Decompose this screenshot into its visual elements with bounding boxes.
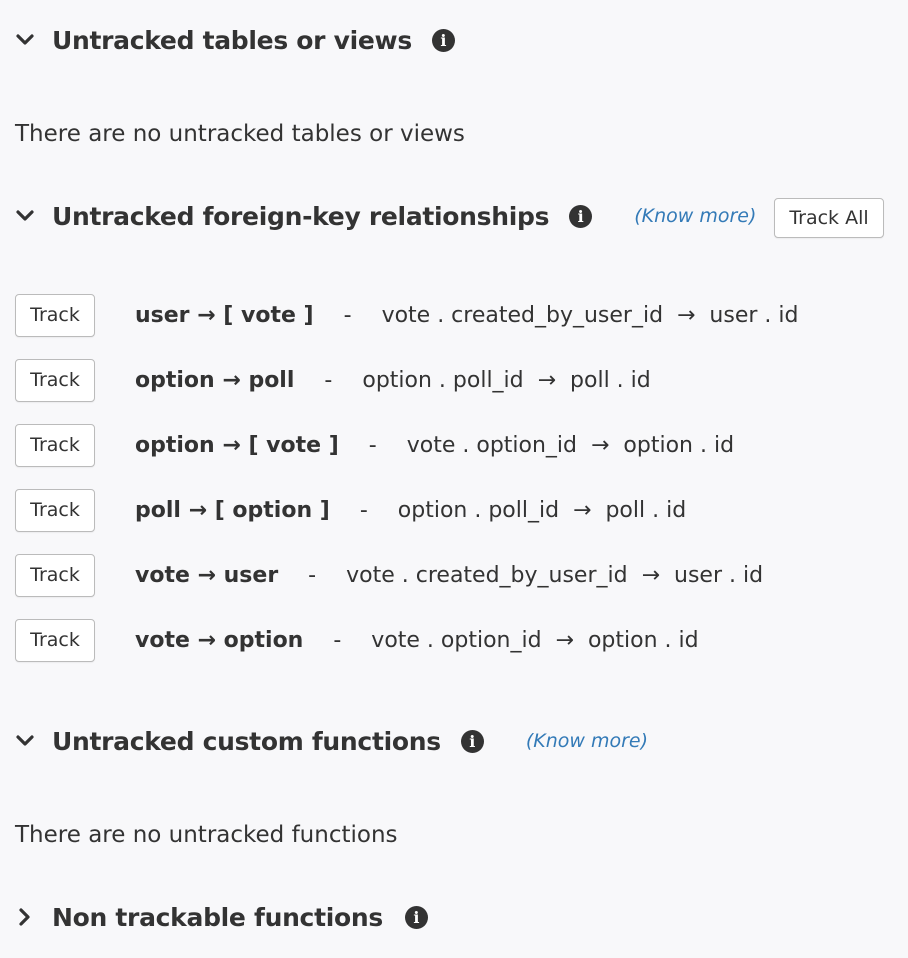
- chevron-down-icon[interactable]: [14, 730, 36, 752]
- info-icon[interactable]: i: [404, 905, 428, 929]
- relationship-detail: vote . created_by_user_id → user . id: [346, 562, 764, 588]
- section-header-custom-functions: Untracked custom functions i (Know more): [14, 723, 648, 759]
- empty-state-functions: There are no untracked functions: [15, 822, 398, 848]
- track-button[interactable]: Track: [15, 618, 95, 662]
- section-header-foreign-keys: Untracked foreign-key relationships i (K…: [14, 198, 756, 234]
- track-button[interactable]: Track: [15, 293, 95, 337]
- track-button[interactable]: Track: [15, 358, 95, 402]
- relationship-separator: -: [333, 627, 342, 653]
- section-title: Non trackable functions: [52, 902, 383, 932]
- know-more-link[interactable]: (Know more): [634, 205, 757, 227]
- relationship-row: Track option → poll - option . poll_id → po…: [15, 358, 651, 402]
- section-title: Untracked foreign-key relationships: [52, 201, 550, 231]
- info-icon[interactable]: i: [569, 204, 593, 228]
- track-all-button[interactable]: Track All: [774, 198, 884, 238]
- track-button[interactable]: Track: [15, 423, 95, 467]
- info-icon[interactable]: i: [460, 729, 484, 753]
- relationship-separator: -: [359, 497, 368, 523]
- know-more-link[interactable]: (Know more): [525, 730, 648, 752]
- empty-state-tables: There are no untracked tables or views: [15, 121, 465, 147]
- track-button[interactable]: Track: [15, 488, 95, 532]
- relationship-row: Track user → [ vote ] - vote . created_by_u…: [15, 293, 798, 337]
- section-header-tables: Untracked tables or views i: [14, 22, 455, 58]
- relationship-row: Track poll → [ option ] - option . poll_id …: [15, 488, 686, 532]
- chevron-down-icon[interactable]: [14, 205, 36, 227]
- section-title: Untracked tables or views: [52, 25, 412, 55]
- relationship-name: vote → user: [135, 562, 279, 588]
- relationship-row: Track option → [ vote ] - vote . option_id …: [15, 423, 734, 467]
- relationship-name: option → [ vote ]: [135, 432, 339, 458]
- section-header-non-trackable: Non trackable functions i: [14, 899, 428, 935]
- relationship-detail: vote . created_by_user_id → user . id: [381, 302, 799, 328]
- relationship-row: Track vote → user - vote . created_by_user_…: [15, 553, 763, 597]
- chevron-right-icon[interactable]: [14, 906, 36, 928]
- relationship-name: vote → option: [135, 627, 304, 653]
- relationship-separator: -: [343, 302, 352, 328]
- track-button[interactable]: Track: [15, 553, 95, 597]
- relationship-name: user → [ vote ]: [135, 302, 314, 328]
- relationship-name: option → poll: [135, 367, 295, 393]
- chevron-down-icon[interactable]: [14, 29, 36, 51]
- relationship-detail: vote . option_id → option . id: [371, 627, 699, 653]
- info-icon[interactable]: i: [431, 28, 455, 52]
- section-title: Untracked custom functions: [52, 726, 441, 756]
- relationship-separator: -: [324, 367, 333, 393]
- relationship-name: poll → [ option ]: [135, 497, 330, 523]
- relationship-separator: -: [308, 562, 317, 588]
- relationship-detail: option . poll_id → poll . id: [362, 367, 651, 393]
- relationship-detail: vote . option_id → option . id: [406, 432, 735, 458]
- relationship-row: Track vote → option - vote . option_id → op…: [15, 618, 699, 662]
- relationship-separator: -: [368, 432, 377, 458]
- relationship-detail: option . poll_id → poll . id: [397, 497, 687, 523]
